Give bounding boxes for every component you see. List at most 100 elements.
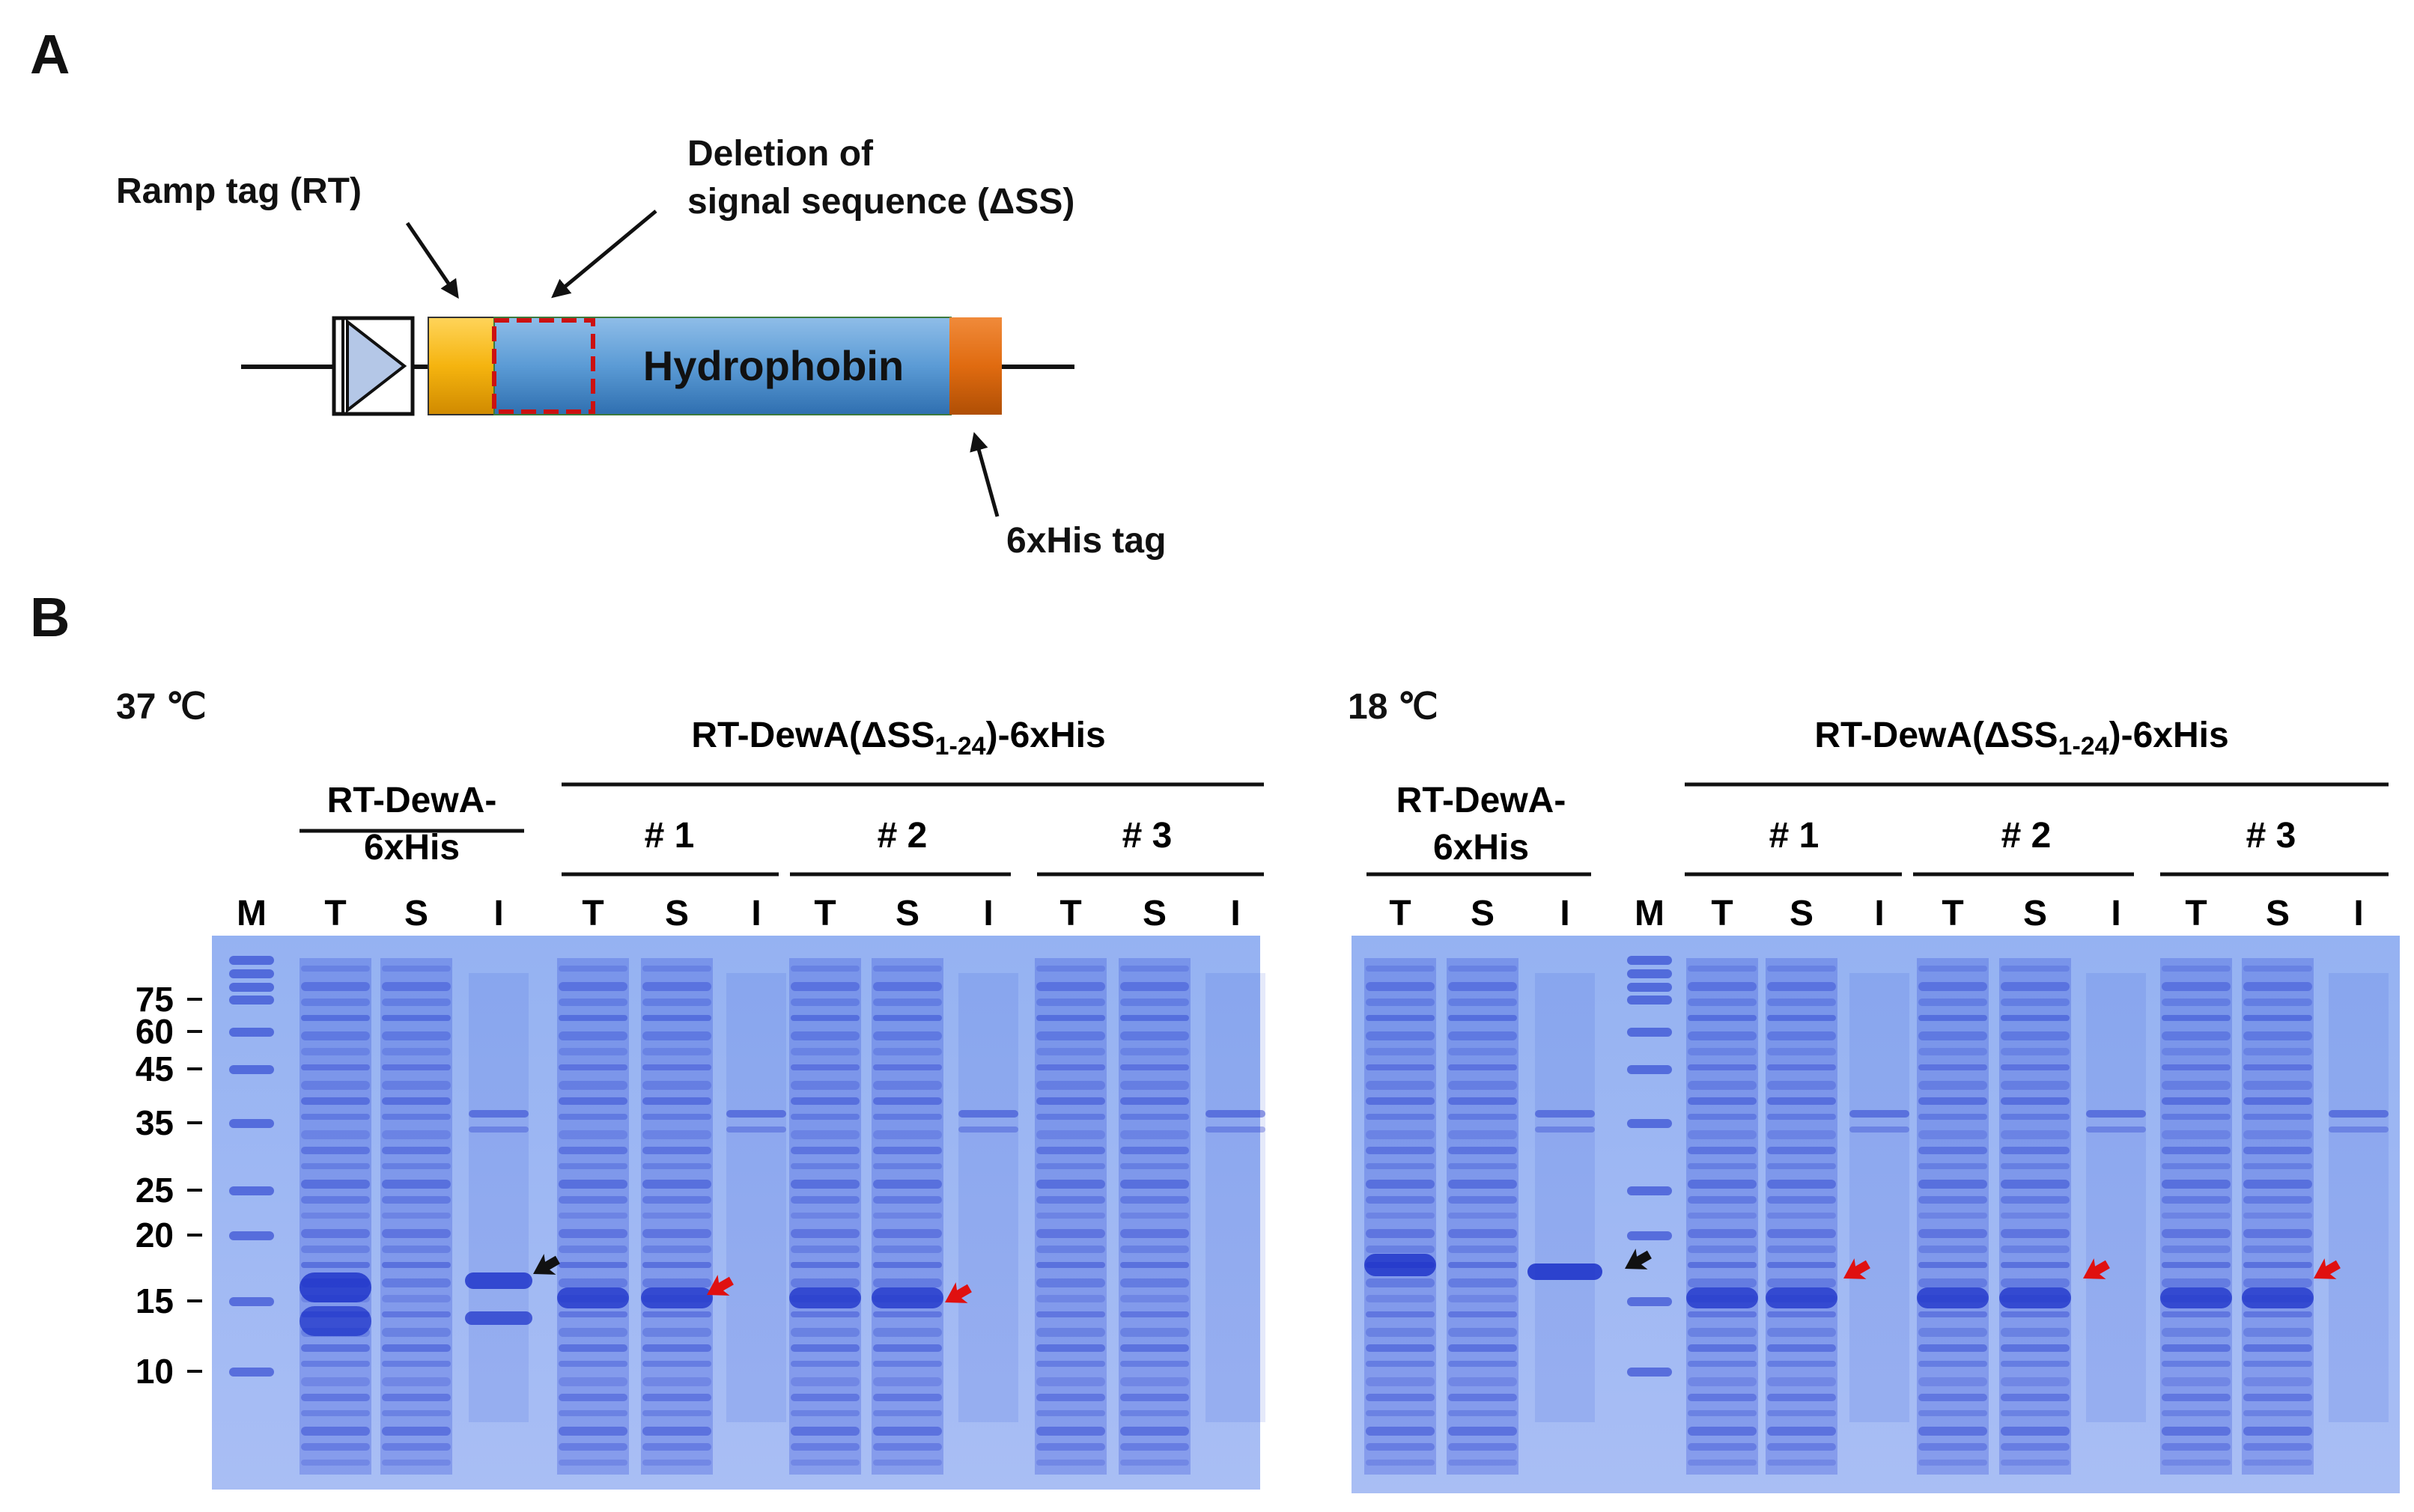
gel-figure: RT-DewA(ΔSS1-24)-6xHis RT-DewA- 6xHis # … xyxy=(136,716,2400,1493)
protein-band xyxy=(1918,1031,1987,1040)
protein-band xyxy=(642,1311,711,1317)
protein-band xyxy=(1688,1031,1757,1040)
protein-band xyxy=(1036,1344,1105,1352)
protein-band xyxy=(301,1163,370,1169)
protein-band xyxy=(382,982,451,991)
protein-band xyxy=(1120,1163,1189,1169)
protein-band xyxy=(2243,1311,2312,1317)
protein-band xyxy=(873,982,942,991)
protein-band xyxy=(791,1361,860,1367)
protein-band xyxy=(1627,1231,1672,1240)
clone-1-label-37: # 1 xyxy=(645,816,695,856)
clone-2-label-37: # 2 xyxy=(878,816,928,856)
protein-band xyxy=(1120,1097,1189,1105)
protein-band xyxy=(1627,1119,1672,1128)
protein-band xyxy=(1535,1127,1595,1133)
his-arrow xyxy=(970,432,1000,517)
protein-band xyxy=(1448,1229,1517,1238)
protein-band xyxy=(382,1394,451,1401)
protein-band xyxy=(301,1262,370,1268)
protein-band xyxy=(1918,1114,1987,1120)
protein-band xyxy=(1627,969,1672,978)
protein-band xyxy=(1366,1328,1435,1337)
protein-band xyxy=(465,1272,532,1289)
protein-band xyxy=(2162,1443,2231,1451)
protein-band xyxy=(873,1213,942,1219)
protein-band xyxy=(2243,1443,2312,1451)
protein-band xyxy=(465,1311,532,1325)
protein-band xyxy=(1120,1031,1189,1040)
protein-band xyxy=(791,1394,860,1401)
protein-band xyxy=(791,1180,860,1189)
protein-band xyxy=(382,999,451,1006)
protein-band xyxy=(1366,1460,1435,1466)
protein-band xyxy=(2243,1229,2312,1238)
protein-band xyxy=(2243,1262,2312,1268)
protein-band xyxy=(1627,1297,1672,1306)
protein-band xyxy=(301,1064,370,1070)
protein-band xyxy=(1767,1081,1836,1090)
protein-band xyxy=(873,1427,942,1436)
control-label-18-line2: 6xHis xyxy=(1433,828,1529,868)
protein-band xyxy=(1448,1344,1517,1352)
protein-band xyxy=(1120,1278,1189,1287)
protein-band xyxy=(1688,1064,1757,1070)
protein-band xyxy=(1366,1278,1435,1287)
protein-band xyxy=(642,1278,711,1287)
lane-smear xyxy=(469,973,529,1422)
protein-band xyxy=(1688,1262,1757,1268)
protein-band xyxy=(642,982,711,991)
lane-smear xyxy=(380,958,452,1475)
lane-smear xyxy=(1364,958,1436,1475)
protein-band xyxy=(382,1130,451,1139)
protein-band xyxy=(559,1361,627,1367)
protein-band xyxy=(2001,1344,2070,1352)
gel-bands xyxy=(229,956,2389,1475)
protein-band xyxy=(1036,1213,1105,1219)
protein-band xyxy=(1120,1427,1189,1436)
protein-band xyxy=(642,999,711,1006)
control-label-37-line2: 6xHis xyxy=(364,828,460,868)
protein-band xyxy=(1120,966,1189,972)
protein-band xyxy=(2001,1460,2070,1466)
protein-band xyxy=(1036,1196,1105,1204)
protein-band xyxy=(1688,1147,1757,1154)
protein-band xyxy=(1036,1443,1105,1451)
protein-band xyxy=(1120,1081,1189,1090)
lane-label: S xyxy=(1471,894,1495,933)
protein-band xyxy=(1627,1368,1672,1377)
protein-band xyxy=(301,1180,370,1189)
protein-band xyxy=(1366,1081,1435,1090)
protein-band xyxy=(1767,1097,1836,1105)
protein-band xyxy=(1036,1295,1105,1302)
protein-band xyxy=(1036,1147,1105,1154)
red-arrow-icon xyxy=(707,1275,734,1296)
lane-label: T xyxy=(1059,894,1081,933)
protein-band xyxy=(873,1048,942,1055)
protein-band xyxy=(2001,1394,2070,1401)
protein-band xyxy=(1627,996,1672,1005)
protein-band xyxy=(300,1306,371,1336)
protein-band xyxy=(382,1180,451,1189)
protein-band xyxy=(2162,1163,2231,1169)
protein-band xyxy=(229,996,274,1005)
protein-band xyxy=(2001,1311,2070,1317)
temperature-18: 18 ℃ xyxy=(1348,687,1438,727)
protein-band xyxy=(791,1163,860,1169)
protein-band xyxy=(1448,1081,1517,1090)
protein-band xyxy=(382,1196,451,1204)
protein-band xyxy=(1036,966,1105,972)
protein-band xyxy=(642,1064,711,1070)
protein-band xyxy=(873,966,942,972)
protein-band xyxy=(1849,1110,1909,1118)
protein-band xyxy=(1767,1394,1836,1401)
protein-band xyxy=(1366,1394,1435,1401)
protein-band xyxy=(301,982,370,991)
protein-band xyxy=(1366,1344,1435,1352)
protein-band xyxy=(791,1064,860,1070)
black-arrow-icon xyxy=(533,1254,560,1275)
protein-band xyxy=(301,1246,370,1253)
protein-band xyxy=(2162,1015,2231,1021)
protein-band xyxy=(1036,1377,1105,1386)
